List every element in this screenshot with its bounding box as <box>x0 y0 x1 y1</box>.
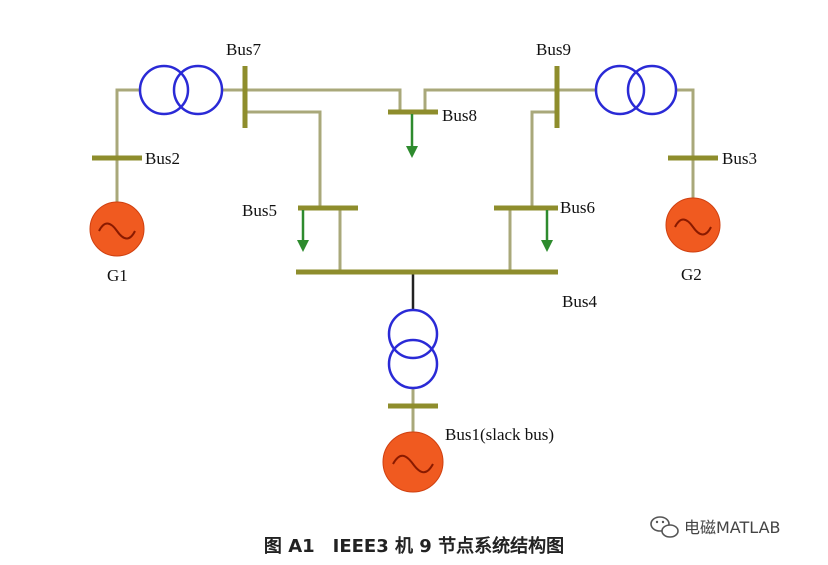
generator-g2-circle <box>665 197 721 253</box>
load-arrow-icon <box>297 240 309 252</box>
transformer-bus9-bus3 <box>594 64 678 116</box>
bus3-label: Bus3 <box>722 149 757 168</box>
g1-label: G1 <box>107 266 128 285</box>
load-arrow-icon <box>406 146 418 158</box>
transformer-bus4-bus1 <box>387 308 439 390</box>
sine-wave-icon <box>98 222 136 240</box>
g2-label: G2 <box>681 265 702 284</box>
bus9-label: Bus9 <box>536 40 571 59</box>
sine-wave-icon <box>392 454 434 474</box>
bus4-label: Bus4 <box>562 292 597 311</box>
generator-labels: G1 G2 <box>107 265 702 285</box>
bus1-label: Bus1(slack bus) <box>445 425 554 444</box>
generator-slack-circle <box>382 431 444 493</box>
line-bus9-bus6 <box>530 110 557 208</box>
connecting-lines <box>115 88 695 432</box>
bus-bars <box>92 66 718 409</box>
load-arrow-icon <box>541 240 553 252</box>
watermark: 电磁MATLAB <box>650 516 781 538</box>
line-bus7-bus8 <box>245 88 402 112</box>
bus2-label: Bus2 <box>145 149 180 168</box>
sine-wave-icon <box>674 218 712 236</box>
generator-slack <box>382 431 444 493</box>
watermark-text: 电磁MATLAB <box>684 518 781 537</box>
transformer-right-winding-a <box>594 64 646 116</box>
line-bus2-xf2 <box>115 88 140 158</box>
load-bus5 <box>297 210 309 252</box>
generator-g1 <box>89 201 145 257</box>
line-xf3-bus3 <box>676 88 695 158</box>
generator-g2 <box>665 197 721 253</box>
bus8-label: Bus8 <box>442 106 477 125</box>
transformer-center-winding-a <box>387 308 439 360</box>
transformer-left-winding-b <box>172 64 224 116</box>
transformer-right-winding-b <box>626 64 678 116</box>
transformer-bus2-bus7 <box>138 64 224 116</box>
generator-g1-circle <box>89 201 145 257</box>
line-bus7-bus5 <box>245 110 322 208</box>
bus-labels: Bus7 Bus9 Bus8 Bus2 Bus3 Bus5 Bus6 Bus4 … <box>145 40 757 444</box>
load-bus8 <box>406 114 418 158</box>
transformer-center-winding-b <box>387 338 439 390</box>
load-bus6 <box>541 210 553 252</box>
wechat-icon <box>650 516 679 538</box>
line-bus8-bus9 <box>423 88 557 112</box>
bus5-label: Bus5 <box>242 201 277 220</box>
bus7-label: Bus7 <box>226 40 261 59</box>
figure-caption: 图 A1 IEEE3 机 9 节点系统结构图 <box>264 535 564 557</box>
bus6-label: Bus6 <box>560 198 595 217</box>
